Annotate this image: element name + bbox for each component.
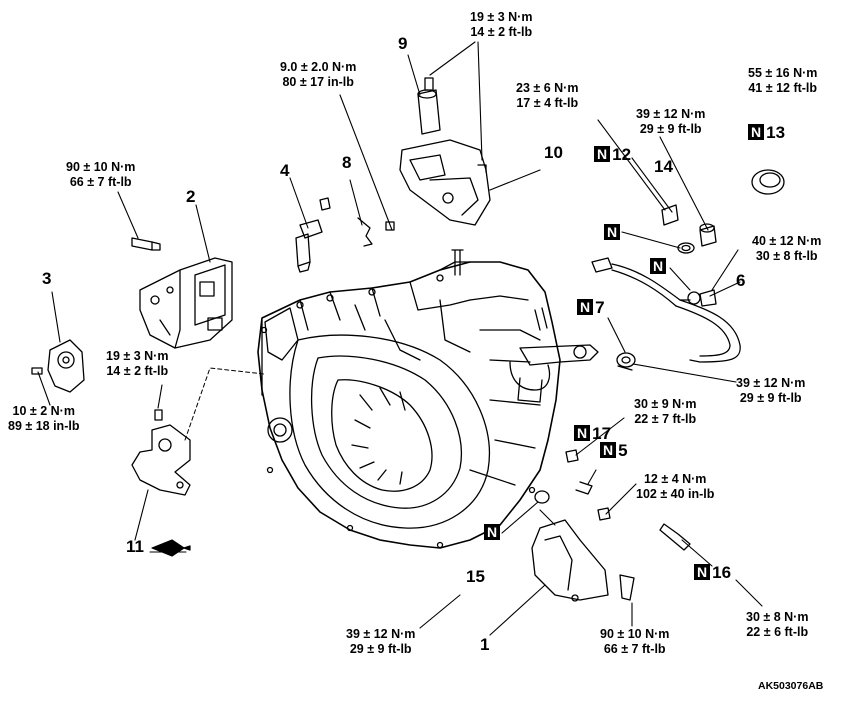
dashed-connection <box>184 367 265 441</box>
callout-3: 3 <box>42 269 52 288</box>
n-badge: N <box>748 124 765 140</box>
lower-right-parts <box>531 449 691 602</box>
callout-8: 8 <box>342 153 352 172</box>
callout-14: 14 <box>654 157 673 176</box>
callout-1: 1 <box>480 635 490 654</box>
n-badge: N <box>600 442 617 458</box>
part-7-switch <box>616 352 636 371</box>
part-9-sleeve <box>417 77 441 135</box>
n-badge-gasket-6: N <box>650 258 668 276</box>
callout-4: 4 <box>280 161 290 180</box>
part-4-sensor <box>295 197 331 273</box>
part-6-harness <box>591 257 741 363</box>
figure-code: AK503076AB <box>758 680 824 692</box>
callout-2: 2 <box>186 187 196 206</box>
part-3-cover <box>31 339 85 393</box>
n-badge-gasket-14: N <box>604 224 622 242</box>
n-badge-plug-15: N <box>484 524 502 542</box>
part-10-bracket <box>399 139 491 226</box>
callout-11: 11 <box>126 537 144 556</box>
part-11-bracket <box>131 409 191 496</box>
n-badge: N <box>577 299 594 315</box>
part-2-bracket <box>131 237 233 349</box>
callout-15: 15 <box>466 567 485 586</box>
transaxle-case <box>257 249 599 549</box>
n-badge: N <box>694 564 711 580</box>
leader-lines <box>37 41 763 636</box>
callout-9: 9 <box>398 34 408 53</box>
callout-6: 6 <box>736 271 746 290</box>
part-13-plug <box>751 169 785 195</box>
spanner-icon <box>149 539 191 557</box>
callout-10: 10 <box>544 143 563 162</box>
part-8-clip <box>357 217 395 247</box>
small-parts-upper-right <box>661 204 717 254</box>
n-badge: N <box>574 425 591 441</box>
n-badge: N <box>594 146 611 162</box>
